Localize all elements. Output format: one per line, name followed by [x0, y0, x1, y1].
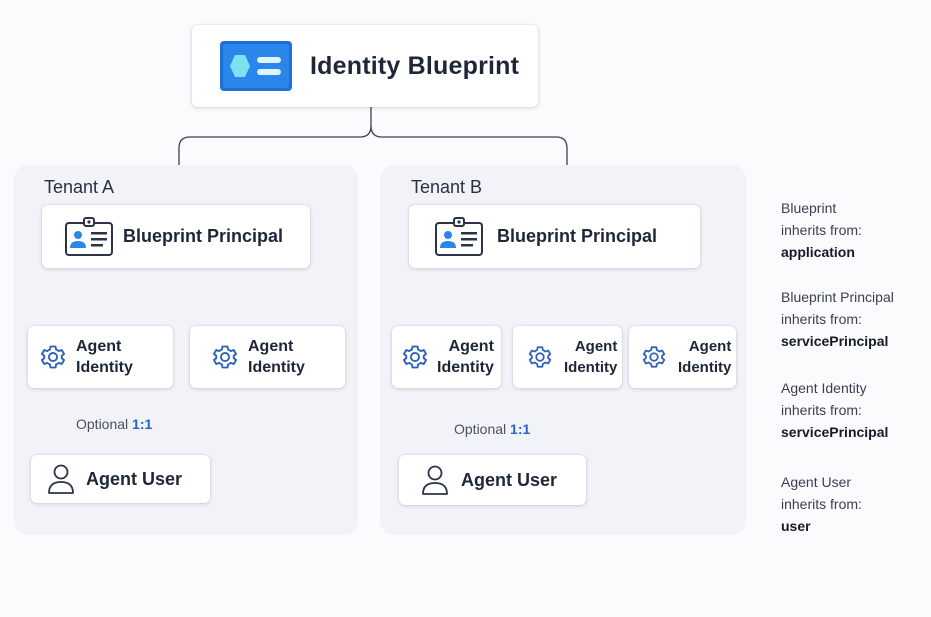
- legend-line2: inherits from:: [781, 496, 862, 512]
- legend-line2: inherits from:: [781, 311, 862, 327]
- gear-icon: [401, 343, 429, 371]
- agent-identity-line1: Agent: [688, 338, 732, 355]
- legend-item-blueprint-principal: Blueprint Principal inherits from: servi…: [781, 286, 894, 352]
- tenant-b-blueprint-principal-card: Blueprint Principal: [409, 205, 700, 268]
- legend-value: application: [781, 244, 855, 260]
- optional-text: Optional: [454, 421, 507, 437]
- agent-identity-line1: Agent: [76, 338, 122, 355]
- page-title: Identity Blueprint: [310, 51, 520, 80]
- tenant-a-agent-user-card: Agent User: [31, 455, 210, 503]
- user-icon: [47, 463, 75, 495]
- tenant-b-label: Tenant B: [411, 177, 483, 197]
- agent-user-label: Agent User: [86, 468, 183, 489]
- id-card-icon: [65, 216, 113, 257]
- agent-identity-line2: Identity: [564, 359, 618, 376]
- legend-line1: Blueprint: [781, 200, 837, 216]
- agent-identity-line1: Agent: [448, 338, 494, 355]
- legend-item-blueprint: Blueprint inherits from: application: [781, 197, 862, 263]
- legend-value: servicePrincipal: [781, 333, 889, 349]
- tenant-a-blueprint-principal-card: Blueprint Principal: [42, 205, 310, 268]
- identity-blueprint-card: Identity Blueprint: [192, 25, 538, 107]
- agent-identity-line1: Agent: [248, 338, 294, 355]
- gear-icon: [39, 343, 67, 371]
- legend-value: user: [781, 518, 811, 534]
- legend-line1: Agent User: [781, 474, 852, 490]
- agent-identity-line1: Agent: [574, 338, 618, 355]
- legend-value: servicePrincipal: [781, 424, 889, 440]
- agent-identity-line2: Identity: [437, 359, 494, 376]
- gear-icon: [527, 344, 553, 370]
- legend-line1: Agent Identity: [781, 380, 867, 396]
- tenant-b-agent-user-card: Agent User: [399, 455, 586, 505]
- blueprint-principal-label: Blueprint Principal: [497, 226, 658, 246]
- tenant-a-label: Tenant A: [44, 177, 115, 197]
- tenant-a-optional-label: Optional 1:1: [76, 416, 152, 432]
- tenant-b-optional-label: Optional 1:1: [454, 421, 530, 437]
- legend-item-agent-identity: Agent Identity inherits from: servicePri…: [781, 377, 888, 443]
- blueprint-principal-label: Blueprint Principal: [123, 226, 284, 246]
- optional-text: Optional: [76, 416, 129, 432]
- agent-user-label: Agent User: [461, 469, 558, 490]
- agent-identity-line2: Identity: [76, 359, 133, 376]
- optional-ratio: 1:1: [510, 421, 531, 437]
- legend-item-agent-user: Agent User inherits from: user: [781, 471, 862, 537]
- blueprint-icon: [219, 40, 293, 92]
- legend-line2: inherits from:: [781, 222, 862, 238]
- user-icon: [421, 464, 449, 496]
- root-to-tenant-b-arrow: [370, 125, 573, 204]
- optional-ratio: 1:1: [132, 416, 153, 432]
- root-to-tenant-a-arrow: [173, 107, 372, 204]
- gear-icon: [641, 344, 667, 370]
- gear-icon: [211, 343, 239, 371]
- agent-identity-line2: Identity: [678, 359, 732, 376]
- agent-identity-line2: Identity: [248, 359, 305, 376]
- id-card-icon: [435, 216, 483, 257]
- legend-line1: Blueprint Principal: [781, 289, 894, 305]
- legend-line2: inherits from:: [781, 402, 862, 418]
